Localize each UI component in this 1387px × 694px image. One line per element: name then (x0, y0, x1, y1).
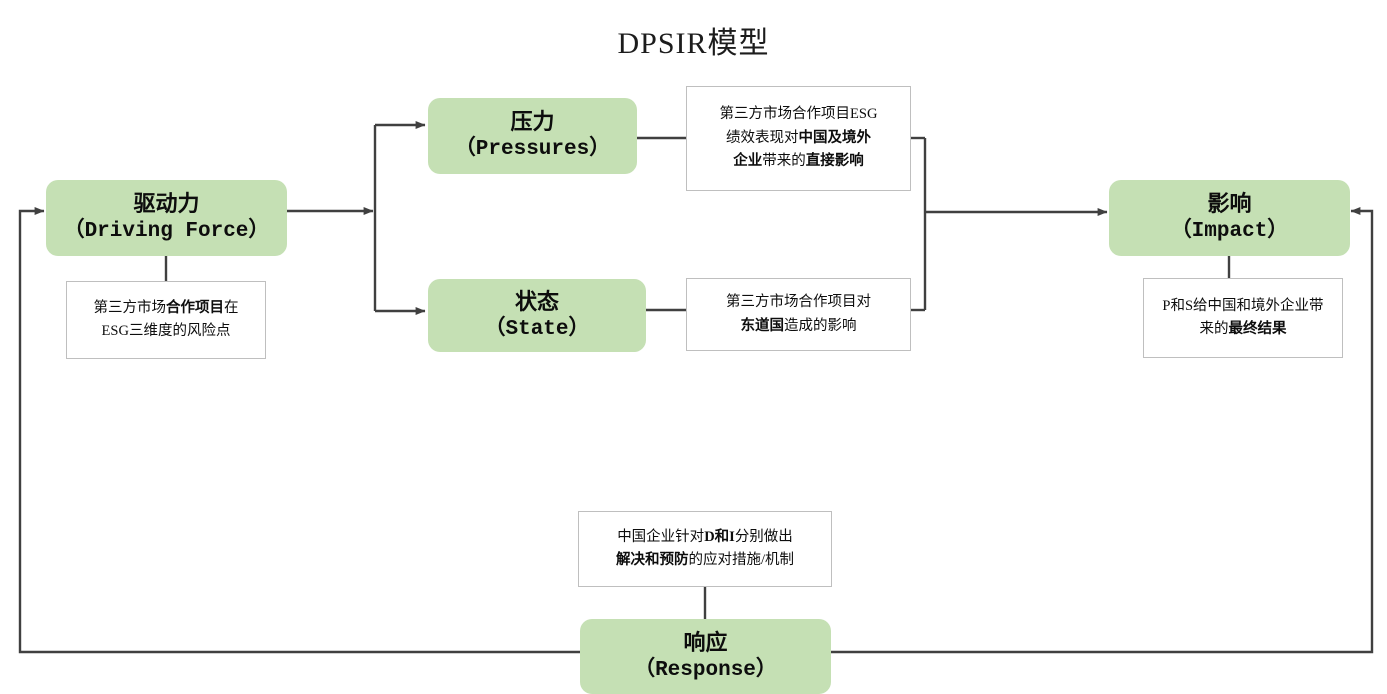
note-line: 第三方市场合作项目对 (726, 294, 871, 311)
node-pressures-en: （Pressures） (454, 138, 611, 162)
note-line: P和S给中国和境外企业带 (1162, 297, 1324, 314)
node-impact-en: （Impact） (1170, 220, 1289, 244)
note-line: ESG三维度的风险点 (101, 323, 231, 339)
node-driving-force-en: （Driving Force） (63, 220, 270, 244)
node-pressures-cn: 压力 (510, 109, 555, 135)
node-impact[interactable]: 影响 （Impact） (1109, 180, 1350, 256)
note-response: 中国企业针对D和I分别做出解决和预防的应对措施/机制 (578, 511, 832, 587)
note-pressures: 第三方市场合作项目ESG 绩效表现对中国及境外企业带来的直接影响 (686, 86, 911, 191)
wire-response-to-impact (831, 207, 1374, 654)
note-line: 绩效表现对中国及境外 (726, 129, 871, 146)
note-impact: P和S给中国和境外企业带来的最终结果 (1143, 278, 1343, 358)
note-line: 企业带来的直接影响 (733, 153, 864, 170)
note-line: 来的最终结果 (1199, 321, 1287, 337)
note-line: 中国企业针对D和I分别做出 (617, 528, 793, 545)
node-response-cn: 响应 (683, 629, 728, 655)
node-state-en: （State） (484, 317, 590, 341)
note-line: 东道国造成的影响 (740, 317, 857, 334)
note-state: 第三方市场合作项目对东道国造成的影响 (686, 278, 911, 351)
note-line: 第三方市场合作项目ESG (719, 106, 878, 123)
note-line: 第三方市场合作项目在 (93, 299, 239, 316)
node-state-cn: 状态 (514, 288, 559, 314)
node-response-en: （Response） (634, 658, 777, 682)
node-pressures[interactable]: 压力 （Pressures） (428, 98, 637, 174)
node-driving-force-cn: 驱动力 (133, 191, 200, 217)
note-driving-force: 第三方市场合作项目在 ESG三维度的风险点 (66, 281, 266, 359)
page-title: DPSIR模型 (617, 27, 770, 60)
node-impact-cn: 影响 (1207, 191, 1252, 217)
node-state[interactable]: 状态 （State） (428, 279, 646, 352)
wire-response-to-driving-force (18, 207, 580, 654)
node-driving-force[interactable]: 驱动力 （Driving Force） (46, 180, 287, 256)
node-response[interactable]: 响应 （Response） (580, 619, 831, 694)
note-line: 解决和预防的应对措施/机制 (615, 552, 795, 568)
